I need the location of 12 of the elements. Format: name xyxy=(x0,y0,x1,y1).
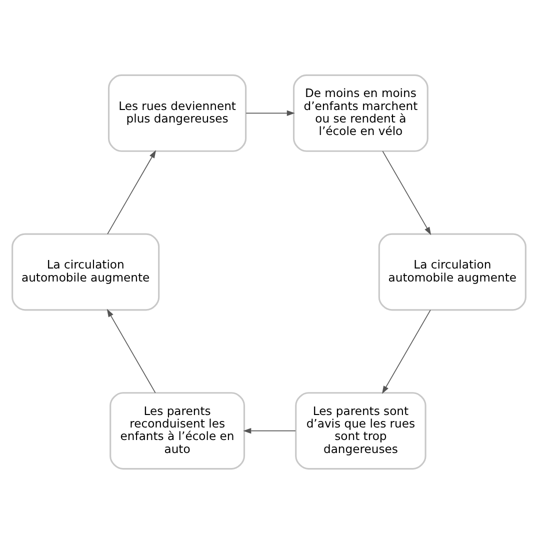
node-box: La circulation automobile augmente xyxy=(378,232,526,310)
arrow xyxy=(382,150,432,235)
arrow xyxy=(382,309,431,394)
arrow xyxy=(107,150,156,234)
node-box: Les parents sont d’avis que les rues sont trop dangereuses xyxy=(295,392,426,470)
arrow xyxy=(243,428,296,434)
node-box: De moins en moins d’enfants marchent ou se rendent à l’école en vélo xyxy=(292,74,428,152)
node-box: La circulation automobile augmente xyxy=(12,232,160,310)
node-box: Les parents reconduisent les enfants à l’école en auto xyxy=(110,392,246,470)
arrow xyxy=(246,110,295,116)
arrow xyxy=(106,308,156,393)
node-box: Les rues deviennent plus dangereuses xyxy=(108,74,247,152)
